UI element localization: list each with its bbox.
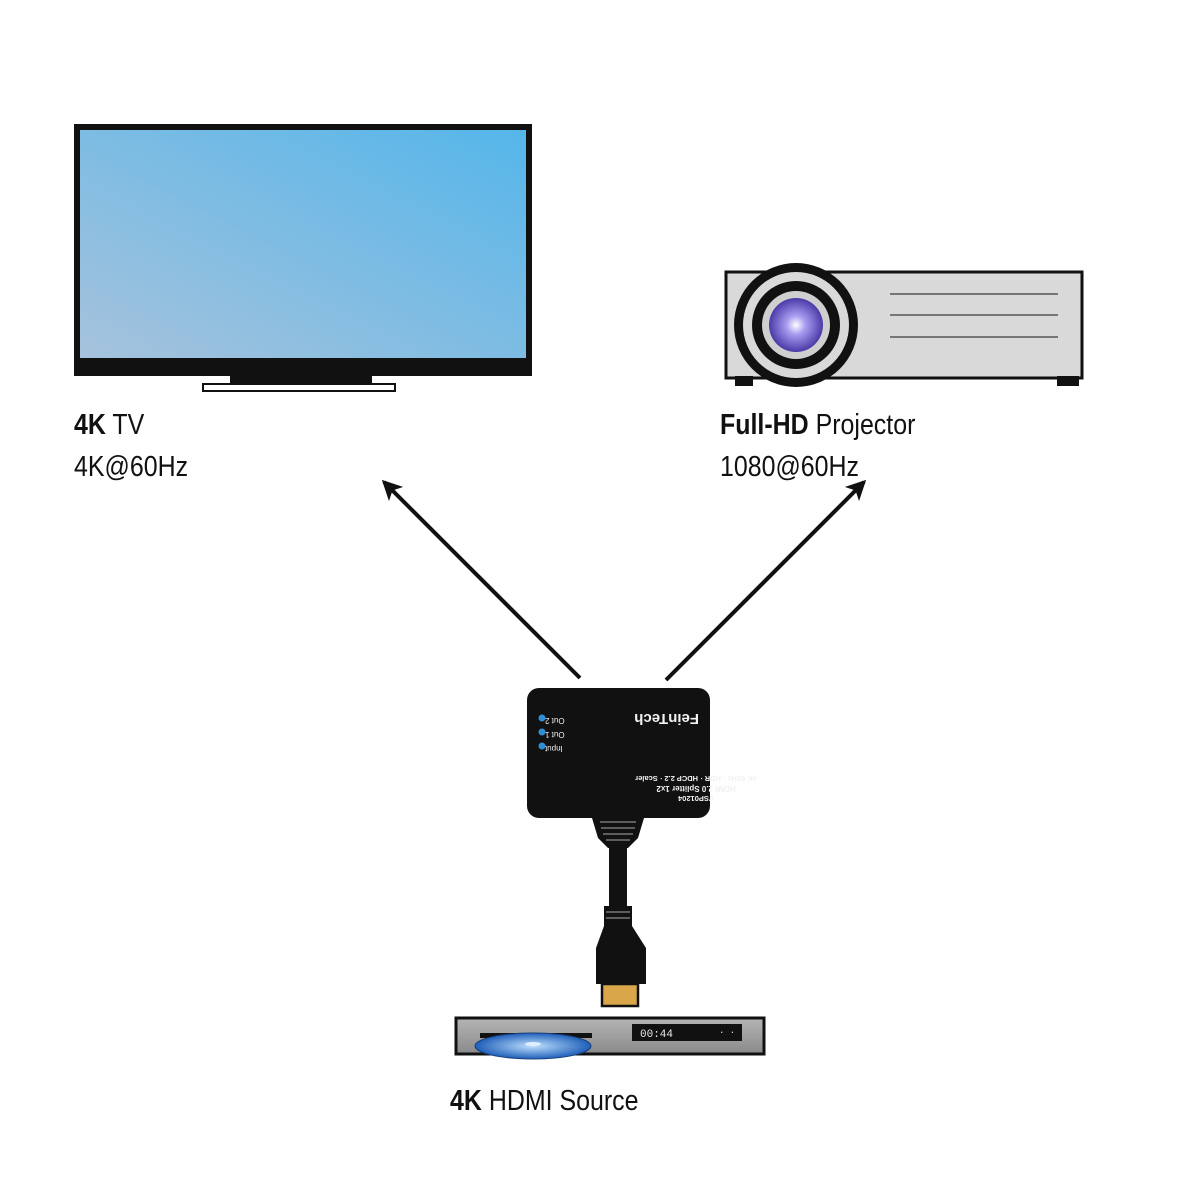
splitter-product: HDMI 2.0 Splitter 1x2: [656, 784, 736, 793]
splitter-brand: FeinTech: [634, 710, 699, 727]
hdmi-source-icon: 00:44 . .: [454, 1016, 766, 1060]
splitter-body: [527, 688, 710, 818]
led-label-out2: Out 2: [544, 716, 564, 725]
led-out1: [538, 728, 546, 736]
led-label-input: Input: [544, 744, 563, 753]
splitter-features: 4K 60Hz · HDR · HDCP 2.2 · Scaler: [635, 774, 757, 783]
led-input: [538, 742, 546, 750]
projector-title: Full-HD Projector: [720, 409, 916, 441]
tv-title: 4K TV: [74, 409, 145, 441]
tv-label: 4K TV 4K@60Hz: [74, 404, 188, 488]
splitter-model: VSP01204: [677, 794, 714, 803]
projector-icon: [724, 263, 1084, 387]
player-display: [632, 1024, 742, 1041]
source-label: 4K HDMI Source: [450, 1080, 639, 1122]
arrow-to-projector: [664, 479, 867, 682]
splitter-icon: FeinTech Out 2 Out 1 Input 4K 60Hz · HDR…: [527, 688, 757, 1008]
arrow-to-tv: [381, 479, 582, 680]
player-time: 00:44: [640, 1029, 673, 1041]
led-label-out1: Out 1: [544, 730, 564, 739]
projector-spec: 1080@60Hz: [720, 451, 860, 484]
projector-label: Full-HD Projector 1080@60Hz: [720, 404, 915, 488]
tv-icon: [74, 124, 532, 392]
tv-screen: [80, 130, 526, 358]
player-dots: . .: [719, 1026, 735, 1036]
tv-spec: 4K@60Hz: [74, 451, 189, 484]
hdmi-plug-tip: [600, 982, 640, 1008]
led-out2: [538, 714, 546, 722]
projector-lens: [769, 298, 823, 352]
source-title: 4K HDMI Source: [450, 1085, 639, 1117]
